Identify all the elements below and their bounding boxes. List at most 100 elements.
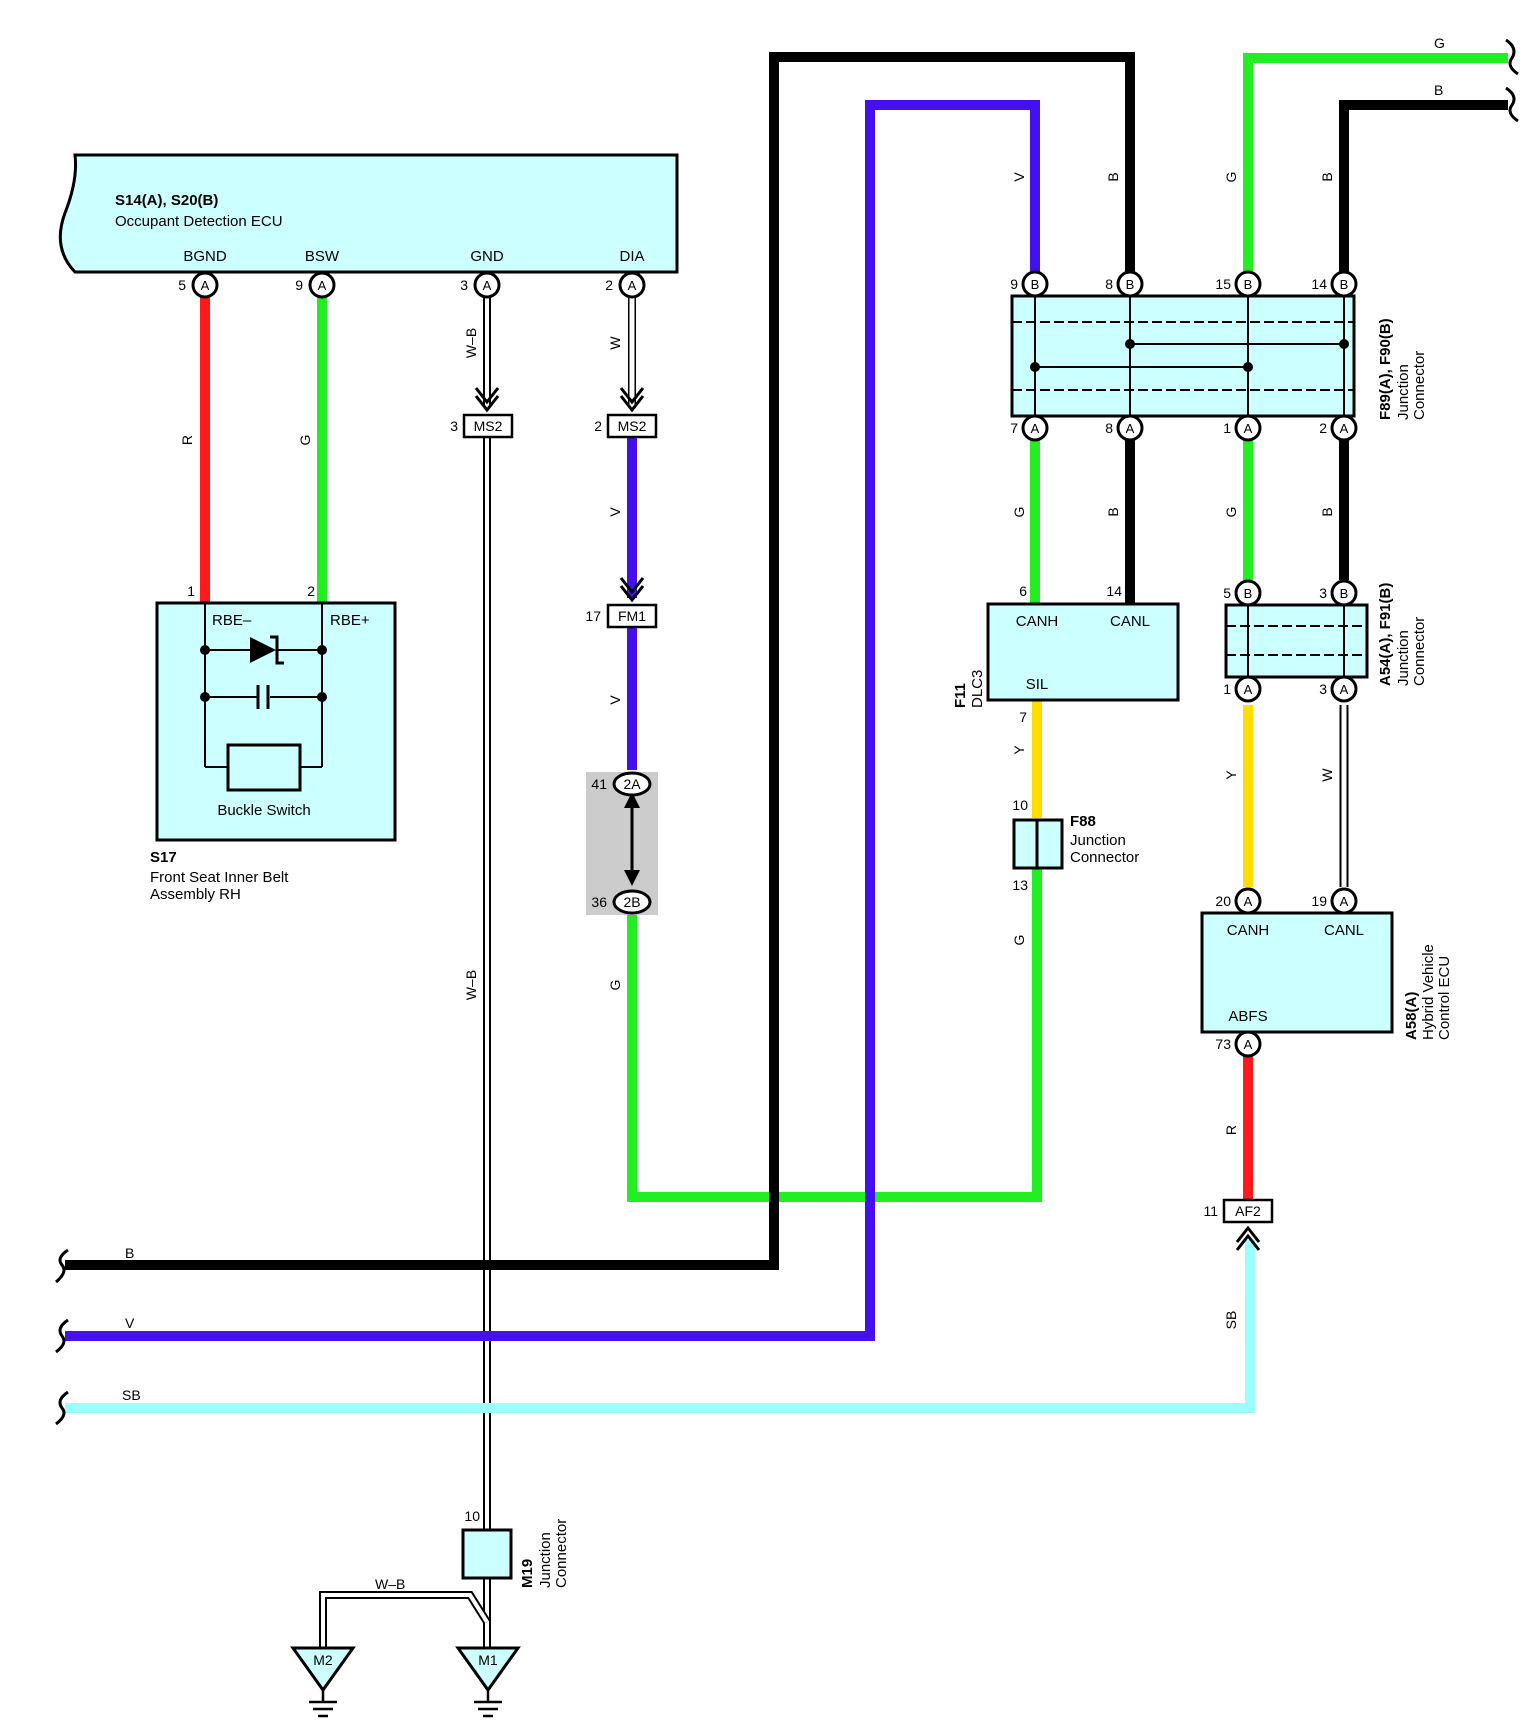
wire-g-top [1243, 53, 1508, 280]
zener-diode-icon [250, 637, 276, 663]
dlc3-pin-sil: 7 [1019, 709, 1027, 725]
svg-text:A: A [1340, 894, 1349, 909]
svg-text:1: 1 [1223, 681, 1231, 697]
connector-2a-2b: 2A 41 2B 36 [586, 771, 658, 915]
svg-text:41: 41 [591, 776, 607, 792]
svg-text:A: A [318, 278, 327, 293]
svg-text:20: 20 [1215, 893, 1231, 909]
label-wb-main: W–B [463, 970, 479, 1000]
wires [65, 52, 1508, 1648]
buckle-switch-label: Buckle Switch [217, 802, 310, 819]
svg-text:8: 8 [1105, 420, 1113, 436]
svg-text:A: A [1244, 682, 1253, 697]
f88-pin-top: 10 [1012, 797, 1028, 813]
svg-text:A: A [1126, 421, 1135, 436]
assy-name-2: Assembly RH [150, 886, 241, 903]
svg-text:B: B [1340, 586, 1349, 601]
wire-b-top [1339, 100, 1508, 280]
svg-text:A: A [1031, 421, 1040, 436]
seat-belt-assembly: 1 2 RBE– RBE+ Buckle Switch S17 Front Se… [150, 583, 397, 903]
f89-line2: Connector [1411, 351, 1428, 420]
ms2-right-pin: 2 [594, 418, 602, 434]
label-g-top: G [1434, 35, 1445, 51]
a54-pins: B 5 B 3 A 1 A 3 [1223, 579, 1358, 703]
ecu-name: Occupant Detection ECU [115, 213, 283, 230]
ground-m2: M2 [290, 1646, 356, 1718]
svg-text:MS2: MS2 [618, 418, 647, 434]
f89-bottom-pins: A 7 A 8 A 1 A 2 [1010, 414, 1358, 442]
label-y-hv: Y [1223, 770, 1239, 780]
assy-pin-1: 1 [187, 583, 195, 599]
svg-text:B: B [1031, 277, 1040, 292]
svg-text:19: 19 [1311, 893, 1327, 909]
svg-text:17: 17 [585, 608, 601, 624]
svg-text:A: A [1244, 1037, 1253, 1052]
svg-text:9: 9 [1010, 276, 1018, 292]
svg-text:A: A [201, 278, 210, 293]
occupant-detection-ecu: S14(A), S20(B) Occupant Detection ECU BG… [58, 153, 679, 299]
svg-text:14: 14 [1311, 276, 1327, 292]
label-g-dlc: G [1011, 507, 1027, 518]
hv-canh: CANH [1227, 922, 1270, 939]
svg-text:FM1: FM1 [618, 608, 646, 624]
ecu-pin-2: A 2 [605, 271, 646, 299]
label-g-2b: G [607, 980, 623, 991]
f89-line1: Junction [1395, 364, 1412, 420]
label-g-a54: G [1223, 507, 1239, 518]
svg-text:2B: 2B [623, 894, 640, 910]
label-v-bottom: V [125, 1315, 135, 1331]
hv-line2: Control ECU [1436, 956, 1453, 1040]
svg-text:1: 1 [1223, 420, 1231, 436]
wire-v-loop [65, 100, 1040, 1341]
assy-rbe-plus: RBE+ [330, 612, 370, 629]
wire-b-loop [65, 52, 1135, 1270]
hv-line1: Hybrid Vehicle [1420, 944, 1437, 1040]
svg-text:5: 5 [178, 277, 186, 293]
svg-text:3: 3 [1319, 585, 1327, 601]
m19-line2: Connector [553, 1519, 570, 1588]
a54-id: A54(A), F91(B) [1377, 583, 1394, 686]
svg-text:11: 11 [1203, 1203, 1218, 1219]
label-wb-m2: W–B [375, 1576, 405, 1592]
f88-line2: Connector [1070, 849, 1139, 866]
a54-line1: Junction [1395, 630, 1412, 686]
buckle-switch-icon [226, 743, 302, 792]
label-w-dia: W [607, 336, 623, 350]
label-g-f89-top: G [1223, 172, 1239, 183]
svg-text:A: A [1340, 421, 1349, 436]
f89-top-pins: B 9 B 8 B 15 B 14 [1010, 270, 1358, 298]
svg-text:9: 9 [295, 277, 303, 293]
label-y-sil: Y [1011, 745, 1027, 755]
svg-text:36: 36 [591, 894, 607, 910]
hv-pins: A 20 A 19 A 73 [1215, 887, 1358, 1058]
svg-text:73: 73 [1215, 1036, 1231, 1052]
label-g-f88: G [1011, 935, 1027, 946]
wire-wb-m2 [319, 1591, 491, 1648]
ecu-term-bsw: BSW [305, 248, 340, 265]
label-v-fm1: V [607, 695, 623, 705]
f88-pin-bottom: 13 [1012, 877, 1028, 893]
label-sb-af2: SB [1223, 1311, 1239, 1330]
label-b-top: B [1434, 82, 1443, 98]
svg-text:A: A [1340, 682, 1349, 697]
junction-f89-f90: B 9 B 8 B 15 B 14 A 7 A 8 A 1 A 2 F89 [1010, 270, 1428, 442]
label-v-f89: V [1011, 172, 1027, 182]
f88-line1: Junction [1070, 832, 1126, 849]
svg-text:B: B [1340, 277, 1349, 292]
dlc3: CANH CANL SIL 6 14 7 F11 DLC3 [952, 583, 1180, 725]
label-g-bsw: G [297, 435, 313, 446]
svg-text:AF2: AF2 [1235, 1203, 1261, 1219]
f88-id: F88 [1070, 813, 1096, 830]
hv-canl: CANL [1324, 922, 1364, 939]
svg-text:B: B [1244, 586, 1253, 601]
ecu-id: S14(A), S20(B) [115, 192, 218, 209]
dlc3-canl: CANL [1110, 613, 1150, 630]
buckle-circuit [200, 603, 327, 792]
svg-text:A: A [1244, 421, 1253, 436]
ecu-pin-5: A 5 [178, 271, 219, 299]
wire-g-loop [627, 868, 1042, 1202]
svg-text:3: 3 [1319, 681, 1327, 697]
label-r-bgnd: R [179, 435, 195, 445]
dlc3-name: DLC3 [969, 670, 986, 708]
ms2-connectors: MS2 3 MS2 2 [450, 387, 658, 439]
